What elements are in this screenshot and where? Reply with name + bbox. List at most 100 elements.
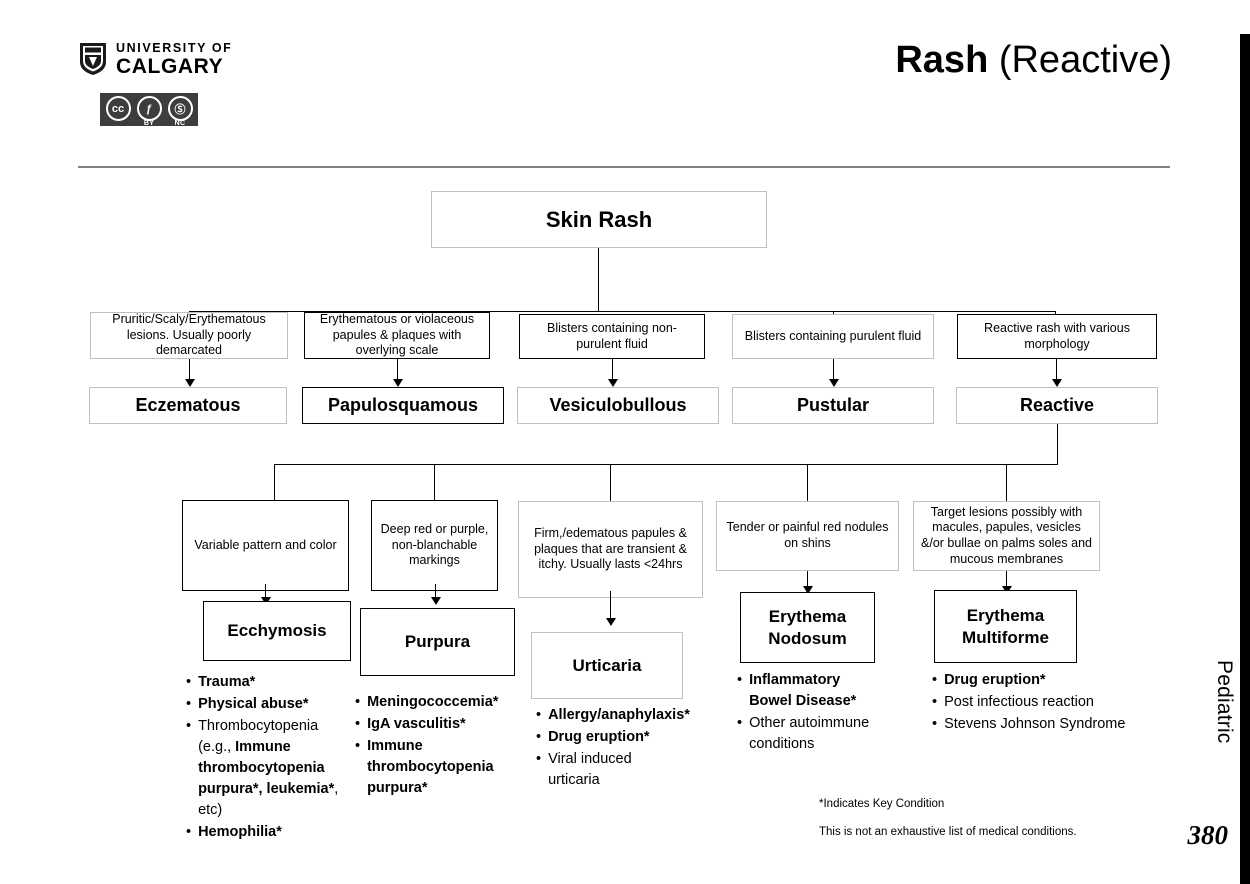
causes-urticaria: • Allergy/anaphylaxis* •Drug eruption* • Vir… (536, 705, 690, 792)
bullet-icon: • (536, 707, 542, 723)
creative-commons-icon: cc ƒ BY Ⓢ NC (100, 93, 198, 127)
desc-papulosquamous-text: Erythematous or violaceous papules & pla… (319, 312, 475, 358)
cc-logo-label: cc (111, 102, 125, 115)
bullet-icon: • (536, 751, 542, 768)
list-item: • Allergy/anaphylaxis* (536, 705, 690, 726)
desc-nodosum[interactable]: Tender or painful red nodules on shins (716, 501, 899, 571)
desc-purpura-text: Deep red or purple, non-blanchable marki… (380, 522, 489, 568)
node-purpura-label: Purpura (404, 632, 471, 652)
arrow-urticaria (606, 618, 616, 626)
node-papulosquamous[interactable]: Papulosquamous (302, 387, 504, 424)
connector-urticaria-arrow-line (610, 591, 612, 621)
university-line1: UNIVERSITY OF (116, 41, 233, 55)
node-urticaria[interactable]: Urticaria (531, 632, 683, 699)
node-ecchymosis-label: Ecchymosis (227, 621, 327, 641)
bullet-icon: • (932, 716, 938, 733)
desc-vesiculobullous[interactable]: Blisters containing non-purulent fluid (519, 314, 705, 359)
arrow-pustular (829, 379, 839, 387)
desc-pustular[interactable]: Blisters containing purulent fluid (732, 314, 934, 359)
connector-pustular-arrow-line (833, 359, 835, 381)
list-item-label: Meningococcemia* (367, 694, 499, 710)
cc-by-icon: ƒ BY (136, 96, 162, 127)
bullet-icon: • (186, 718, 192, 735)
node-erythema-multiforme[interactable]: Erythema Multiforme (934, 590, 1077, 663)
list-item: •Immune thrombocytopenia purpura* (355, 736, 520, 799)
desc-multiforme-text: Target lesions possibly with macules, pa… (921, 504, 1092, 566)
list-item-label: Physical abuse* (198, 696, 309, 713)
desc-ecchymosis[interactable]: Variable pattern and color (182, 500, 349, 591)
causes-ecchymosis: • Trauma* •Physical abuse* • Thrombocytopeni… (186, 672, 346, 844)
arrow-vesiculobullous (608, 379, 618, 387)
bullet-icon: • (355, 716, 361, 733)
node-erythema-nodosum-label: Erythema Nodosum (768, 607, 847, 648)
page-title: Rash (Reactive) (895, 39, 1172, 82)
connector-ecchymosis-arrow-line (265, 584, 267, 600)
cc-by-symbol: ƒ (145, 102, 153, 115)
node-eczematous-label: Eczematous (135, 395, 241, 415)
node-vesiculobullous[interactable]: Vesiculobullous (517, 387, 719, 424)
node-ecchymosis[interactable]: Ecchymosis (203, 601, 351, 661)
arrow-nodosum (803, 586, 813, 594)
desc-multiforme[interactable]: Target lesions possibly with macules, pa… (913, 501, 1100, 571)
desc-pustular-text: Blisters containing purulent fluid (744, 328, 922, 343)
list-item: •IgA vasculitis* (355, 714, 520, 735)
desc-eczematous-text: Pruritic/Scaly/Erythematous lesions. Usu… (112, 312, 266, 358)
connector-papulosquamous-arrow-line (397, 359, 399, 381)
list-item-label: Inflammatory Bowel Disease* (749, 672, 857, 710)
footnote-disclaimer: This is not an exhaustive list of medica… (819, 826, 1077, 838)
list-item: •Physical abuse* (186, 694, 346, 715)
list-item-label: Allergy/anaphylaxis* (548, 707, 690, 723)
node-skin-rash[interactable]: Skin Rash (431, 191, 767, 248)
desc-reactive[interactable]: Reactive rash with various morphology (957, 314, 1157, 359)
list-item-label: Hemophilia* (198, 824, 282, 841)
bullet-icon: • (186, 824, 192, 841)
connector-level1-bus (189, 311, 1055, 313)
section-side-label: Pediatric (1213, 660, 1236, 744)
desc-eczematous[interactable]: Pruritic/Scaly/Erythematous lesions. Usu… (90, 312, 288, 359)
connector-l2-drop-4 (807, 464, 809, 501)
connector-eczematous-arrow-line (189, 359, 191, 381)
connector-l2-drop-2 (434, 464, 436, 500)
page-title-bold: Rash (895, 39, 989, 81)
list-item: • Hemophilia* (186, 822, 346, 843)
causes-erythema-multiforme: •Drug eruption*•Post infectious reaction… (932, 670, 1167, 736)
university-line2: CALGARY (116, 54, 224, 78)
connector-root-stem (598, 248, 600, 311)
connector-vesiculobullous-arrow-line (612, 359, 614, 381)
bullet-icon: • (932, 672, 938, 688)
desc-purpura[interactable]: Deep red or purple, non-blanchable marki… (371, 500, 498, 591)
bullet-icon: • (737, 672, 743, 688)
node-eczematous[interactable]: Eczematous (89, 387, 287, 424)
cc-by-label: BY (143, 120, 155, 127)
bullet-icon: • (932, 694, 938, 711)
node-reactive[interactable]: Reactive (956, 387, 1158, 424)
shield-icon (80, 43, 106, 76)
bullet-icon: • (355, 694, 361, 710)
university-logo: UNIVERSITY OF CALGARY (78, 42, 232, 77)
node-erythema-nodosum[interactable]: Erythema Nodosum (740, 592, 875, 663)
list-item: •Other autoimmune conditions (737, 713, 872, 755)
footnote-key-condition: *Indicates Key Condition (819, 798, 945, 810)
list-item-label: Viral induced urticaria (548, 751, 632, 789)
cc-nc-label: NC (174, 120, 186, 127)
arrow-purpura (431, 597, 441, 605)
node-skin-rash-label: Skin Rash (545, 206, 653, 232)
connector-purpura-arrow-line (435, 584, 437, 600)
list-item-label: Immune thrombocytopenia purpura* (367, 738, 494, 797)
list-item-label: Trauma* (198, 674, 256, 690)
list-item-label: Post infectious reaction (944, 694, 1094, 711)
desc-papulosquamous[interactable]: Erythematous or violaceous papules & pla… (304, 312, 490, 359)
connector-reactive-down (1057, 424, 1059, 465)
node-pustular[interactable]: Pustular (732, 387, 934, 424)
arrow-eczematous (185, 379, 195, 387)
node-purpura[interactable]: Purpura (360, 608, 515, 676)
page-number: 380 (1187, 820, 1229, 850)
list-item-label: Thrombocytopenia (e.g., Immune thrombocy… (198, 718, 339, 819)
list-item: • Viral induced urticaria (536, 749, 684, 791)
connector-nodosum-arrow-line (807, 571, 809, 589)
causes-erythema-nodosum: • Inflammatory Bowel Disease*•Other autoi… (737, 670, 872, 756)
list-item: •Drug eruption* (536, 727, 684, 748)
arrow-papulosquamous (393, 379, 403, 387)
desc-urticaria[interactable]: Firm,/edematous papules & plaques that a… (518, 501, 703, 598)
